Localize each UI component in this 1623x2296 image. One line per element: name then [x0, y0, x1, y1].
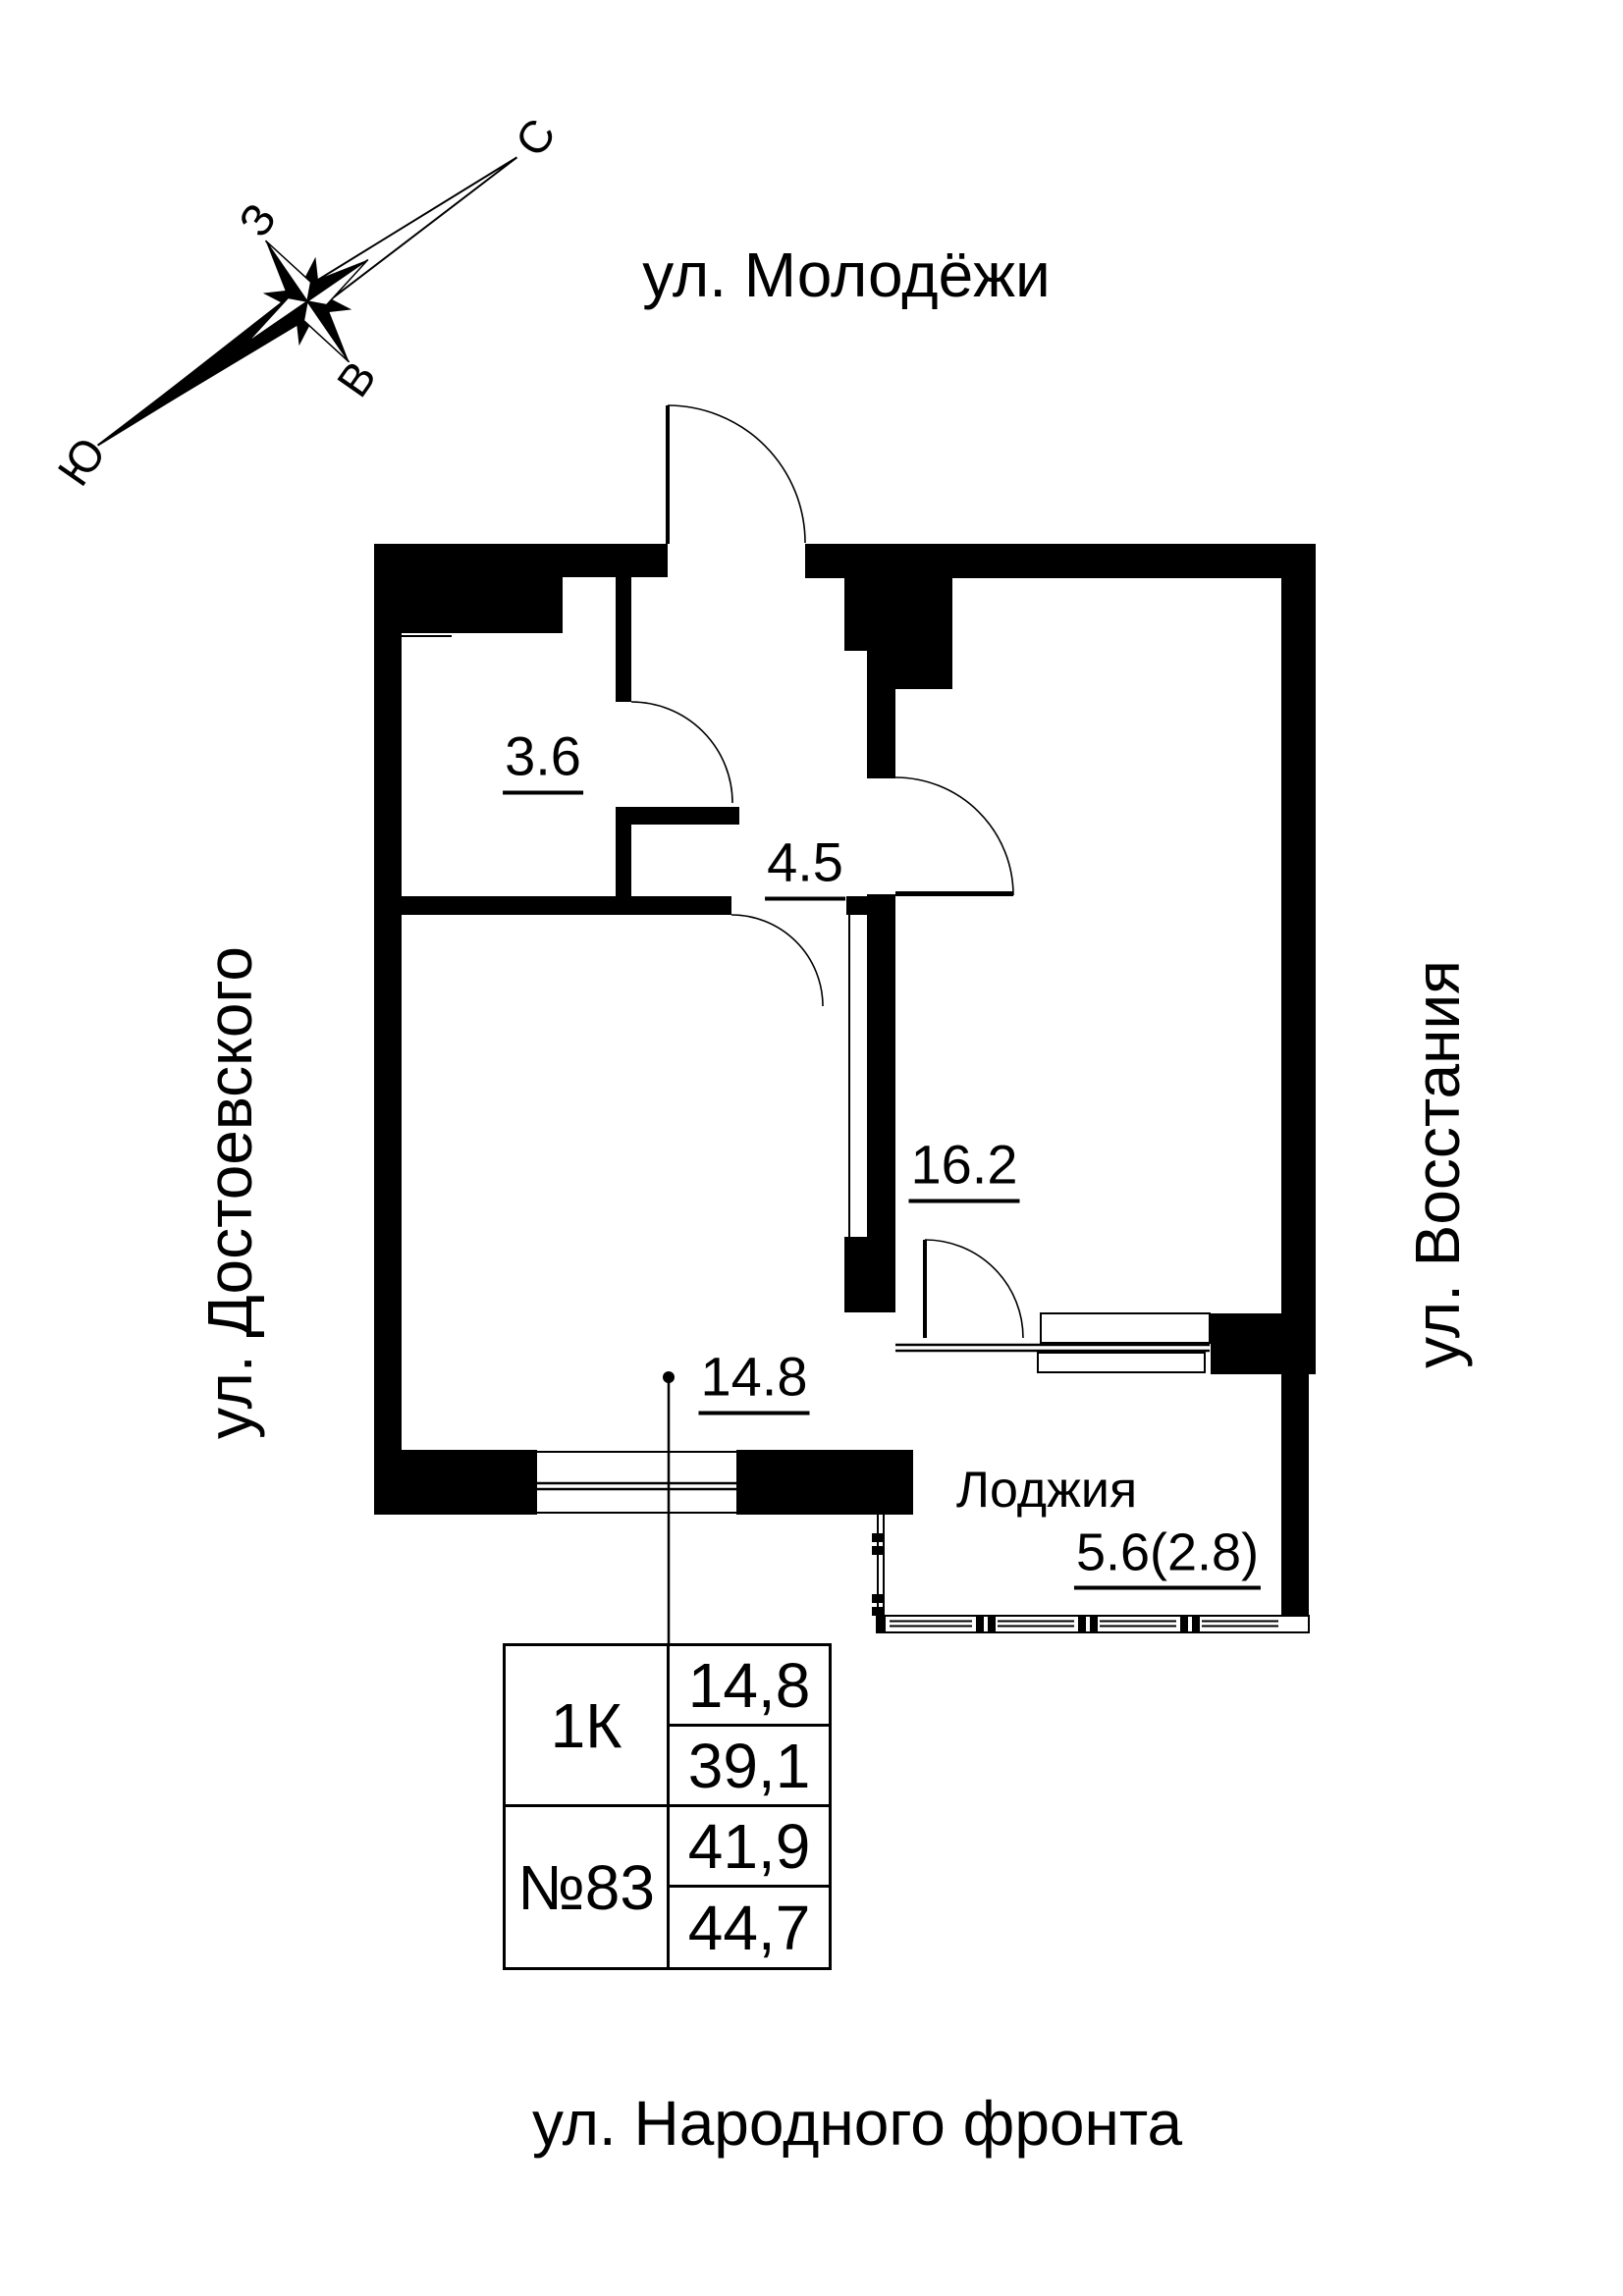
wall-bathroom-right-upper — [616, 577, 631, 702]
window-sill-inner — [1040, 1312, 1211, 1344]
window-jamb-right — [736, 1481, 743, 1515]
wall-hall-room-upper — [867, 689, 895, 778]
loggia-mullions — [878, 1616, 1200, 1632]
wall-hall-stub — [631, 807, 739, 825]
room-area-label-bathroom: 3.6 — [503, 728, 583, 795]
wall-hall-bottom-nub — [846, 896, 867, 915]
wall-shaft-block — [374, 577, 563, 633]
window-jamb-left — [530, 1481, 537, 1515]
table-value-room-area: 14,8 — [670, 1646, 829, 1727]
apartment-info-table: 1К №83 14,8 39,1 41,9 44,7 — [503, 1643, 832, 1970]
living-room-door — [730, 914, 824, 1007]
wall-entry-step-2 — [867, 651, 952, 689]
main-room-door-swing-arc — [894, 776, 1014, 896]
room-area-label-living-room: 14.8 — [698, 1349, 810, 1415]
wall-bottom-right — [736, 1450, 913, 1515]
wall-top-right — [805, 544, 1316, 578]
main-room-door — [894, 776, 1014, 896]
main-room-door-leaf — [895, 891, 1013, 896]
living-room-door-swing-arc — [730, 914, 824, 1007]
walls — [374, 544, 1316, 1632]
wall-hall-room-widening — [844, 1237, 867, 1312]
leader-line — [663, 1371, 675, 1646]
bathroom-door-swing-arc — [630, 701, 733, 804]
wall-detail-lines — [402, 635, 850, 1237]
room-area-label-main-room: 16.2 — [908, 1137, 1020, 1203]
entrance-door — [666, 404, 806, 544]
street-label-bottom: ул. Народного фронта — [531, 2088, 1183, 2159]
compass-rose-icon — [96, 156, 518, 447]
wall-bottom-left — [374, 1450, 537, 1515]
loggia-area-label: 5.6(2.8) — [1073, 1526, 1262, 1590]
apartment-number-cell: №83 — [506, 1807, 670, 1967]
wall-entry-step-1 — [844, 577, 952, 651]
balcony-door-swing-arc — [924, 1239, 1024, 1339]
apartment-type-cell: 1К — [506, 1646, 670, 1807]
street-label-top: ул. Молодёжи — [642, 240, 1051, 310]
street-label-left: ул. Достоевского — [194, 945, 265, 1440]
wall-hall-room-lower — [867, 894, 895, 1312]
wall-top-left — [374, 544, 668, 577]
table-value-total-area: 41,9 — [670, 1807, 829, 1888]
wall-loggia-right — [1281, 1374, 1309, 1632]
entrance-door-swing-arc — [667, 404, 806, 544]
wall-bathroom-right-lower — [616, 807, 631, 915]
balcony-door — [923, 1239, 1024, 1339]
living-room-window — [530, 1451, 743, 1515]
kitchen-window-unit — [895, 1312, 1211, 1373]
compass-star — [245, 240, 369, 363]
bathroom-door — [630, 701, 733, 804]
wall-left-outer — [374, 544, 402, 1515]
room-area-label-hall: 4.5 — [765, 834, 845, 901]
wall-hall-bottom — [402, 896, 731, 915]
table-value-living-area: 39,1 — [670, 1727, 829, 1807]
wall-loggia-top-right — [1211, 1313, 1313, 1374]
loggia-glazing — [872, 1512, 1310, 1633]
table-value-total-area-with-loggia: 44,7 — [687, 1892, 811, 1963]
loggia-name-label: Лоджия — [955, 1462, 1138, 1519]
street-label-right: ул. Восстания — [1402, 960, 1473, 1368]
window-sill-outer — [1037, 1352, 1206, 1373]
wall-right-outer — [1281, 544, 1316, 1374]
